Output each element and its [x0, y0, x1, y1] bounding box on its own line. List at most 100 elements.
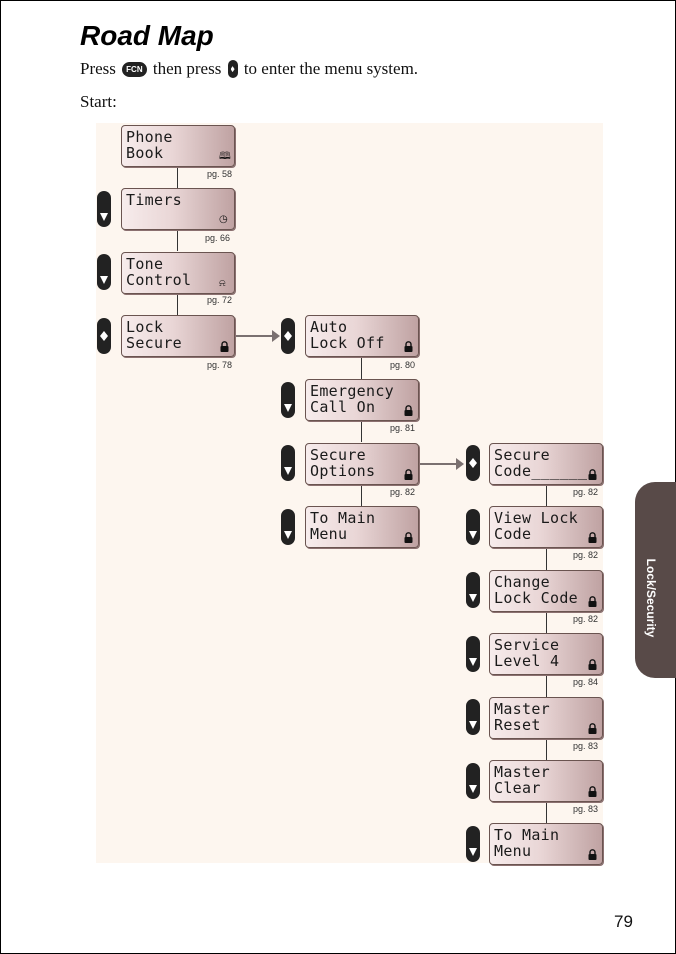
intro-text: Press FCN then press to enter the menu s…	[80, 58, 418, 79]
lcd-line-1: Master	[494, 700, 550, 718]
lcd-line-2: Options	[310, 462, 376, 480]
bell-icon: ⍾	[219, 278, 226, 289]
fcn-key-icon: FCN	[122, 61, 147, 77]
submenu-arrow	[420, 458, 464, 470]
lcd-line-2: Level 4	[494, 652, 560, 670]
lock-icon	[404, 532, 413, 543]
connector-line	[546, 484, 547, 506]
down-key-icon	[466, 509, 480, 545]
submenu-arrow	[236, 330, 280, 342]
lcd-line-2: Book	[126, 144, 164, 162]
menu-service-level: Service Level 4	[489, 633, 603, 675]
down-key-icon	[466, 636, 480, 672]
connector-line	[361, 357, 362, 379]
menu-master-reset: Master Reset	[489, 697, 603, 739]
menu-phone-book: Phone Book 🕮	[121, 125, 235, 167]
lock-icon	[588, 469, 597, 480]
lcd-line-1: Secure	[310, 446, 366, 464]
connector-line	[546, 801, 547, 823]
page-ref: pg. 66	[205, 233, 231, 243]
page-ref: pg. 82	[573, 614, 599, 624]
menu-timers: Timers ◷	[121, 188, 235, 230]
scroll-key-icon	[466, 445, 480, 481]
lock-icon	[404, 405, 413, 416]
section-tab-label: Lock/Security	[644, 558, 658, 638]
lcd-line-1: View Lock	[494, 509, 578, 527]
lock-icon	[588, 532, 597, 543]
scroll-key-icon	[281, 318, 295, 354]
page-ref: pg. 80	[390, 360, 416, 370]
lcd-line-2: Clear	[494, 779, 541, 797]
road-map-panel	[96, 123, 603, 863]
page-ref: pg. 58	[207, 169, 233, 179]
connector-line	[361, 484, 362, 506]
down-key-icon	[97, 254, 111, 290]
page-ref: pg. 82	[573, 487, 599, 497]
menu-view-lock-code: View Lock Code	[489, 506, 603, 548]
lcd-line-1: Service	[494, 636, 560, 654]
connector-line	[546, 675, 547, 697]
page-ref: pg. 72	[207, 295, 233, 305]
down-key-icon	[281, 382, 295, 418]
lcd-line-1: Phone	[126, 128, 173, 146]
lcd-line-2: Lock Code	[494, 589, 578, 607]
lock-icon	[588, 786, 597, 797]
menu-change-lock-code: Change Lock Code	[489, 570, 603, 612]
menu-tone-control: Tone Control ⍾	[121, 252, 235, 294]
down-key-icon	[281, 445, 295, 481]
page-ref: pg. 82	[573, 550, 599, 560]
down-key-icon	[281, 509, 295, 545]
scroll-key-icon	[227, 60, 238, 79]
intro-enter-menu: to enter the menu system.	[243, 59, 419, 79]
scroll-key-icon	[97, 318, 111, 354]
menu-auto-lock: Auto Lock Off	[305, 315, 419, 357]
lcd-line-1: To Main	[494, 826, 560, 844]
page-ref: pg. 82	[390, 487, 416, 497]
page-number: 79	[614, 912, 633, 931]
page-title: Road Map	[80, 20, 214, 51]
lcd-line-1: Timers	[126, 191, 182, 209]
lcd-line-1: Emergency	[310, 382, 394, 400]
menu-to-main-menu: To Main Menu	[489, 823, 603, 865]
lcd-line-1: To Main	[310, 509, 376, 527]
down-key-icon	[97, 191, 111, 227]
down-key-icon	[466, 763, 480, 799]
menu-to-main-menu: To Main Menu	[305, 506, 419, 548]
lcd-line-2: Menu	[494, 842, 532, 860]
down-key-icon	[466, 699, 480, 735]
down-key-icon	[466, 826, 480, 862]
page-ref: pg. 83	[573, 804, 599, 814]
connector-line	[546, 548, 547, 570]
lcd-line-2: Call On	[310, 398, 376, 416]
lcd-line-2: Menu	[310, 525, 348, 543]
connector-line	[361, 420, 362, 442]
lock-icon	[404, 341, 413, 352]
menu-secure-options: Secure Options	[305, 443, 419, 485]
down-key-icon	[466, 572, 480, 608]
lcd-line-1: Change	[494, 573, 550, 591]
lcd-line-1: Auto	[310, 318, 348, 336]
lcd-line-2: Secure	[126, 334, 182, 352]
connector-line	[177, 166, 178, 188]
page-ref: pg. 83	[573, 741, 599, 751]
connector-line	[546, 611, 547, 633]
lcd-line-2: Lock Off	[310, 334, 385, 352]
lock-icon	[588, 596, 597, 607]
clock-icon: ◷	[219, 214, 228, 225]
lock-icon	[404, 469, 413, 480]
intro-then-press: then press	[152, 59, 222, 79]
lock-icon	[588, 849, 597, 860]
lcd-line-2: Code______	[494, 462, 588, 480]
lock-icon	[588, 659, 597, 670]
menu-master-clear: Master Clear	[489, 760, 603, 802]
lcd-line-1: Secure	[494, 446, 550, 464]
page-ref: pg. 81	[390, 423, 416, 433]
lcd-line-2: Reset	[494, 716, 541, 734]
page-ref: pg. 84	[573, 677, 599, 687]
intro-press: Press	[80, 59, 116, 79]
connector-line	[177, 229, 178, 251]
lcd-line-2: Control	[126, 271, 192, 289]
lcd-line-1: Lock	[126, 318, 164, 336]
menu-lock-secure: Lock Secure	[121, 315, 235, 357]
connector-line	[546, 738, 547, 760]
